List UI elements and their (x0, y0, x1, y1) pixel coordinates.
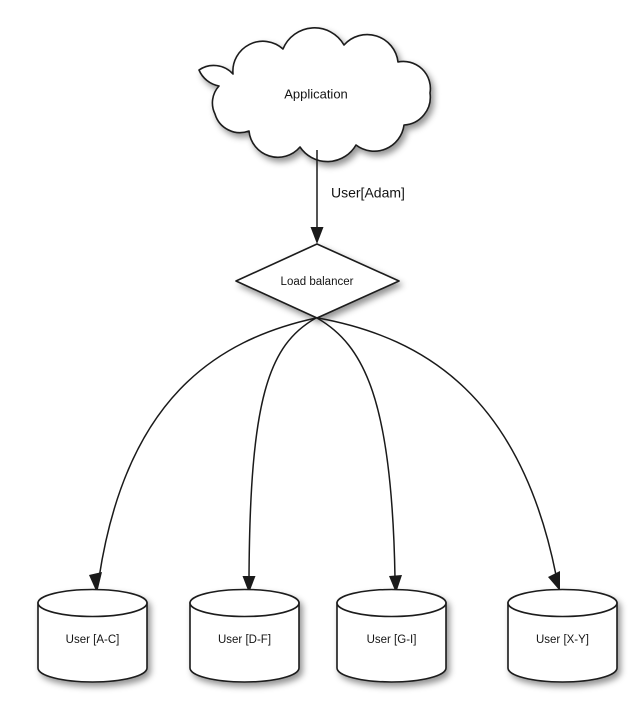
cylinder-body-4 (507, 602, 618, 683)
node-shard-gi[interactable]: User [G-I] (336, 588, 447, 683)
diamond-label: Load balancer (281, 276, 354, 288)
cylinder-body-3 (336, 602, 447, 683)
cylinder-body-1 (37, 602, 148, 683)
edge-loadbalancer-to-shard-ac[interactable] (89, 317, 317, 593)
edge-application-to-loadbalancer[interactable]: User[Adam] (310, 150, 405, 244)
cylinder-top-4 (507, 588, 618, 618)
edge-loadbalancer-to-shard-gi[interactable] (316, 317, 402, 593)
cloud-label: Application (284, 86, 348, 101)
cylinder-top-3 (336, 588, 447, 618)
edge-loadbalancer-to-shard-xy[interactable] (317, 317, 560, 591)
cylinder-label-4: User [X-Y] (536, 634, 589, 646)
cylinder-label-2: User [D-F] (218, 634, 271, 646)
node-shard-df[interactable]: User [D-F] (189, 588, 300, 683)
shard-edge-arrowhead-1 (89, 572, 102, 593)
shard-edge-line-1 (98, 317, 317, 579)
cylinder-top-1 (37, 588, 148, 618)
cylinder-body-2 (189, 602, 300, 683)
cylinder-label-3: User [G-I] (367, 634, 417, 646)
shard-edge-line-3 (316, 317, 396, 579)
edge-loadbalancer-to-shard-df[interactable] (242, 317, 317, 593)
main-edge-label: User[Adam] (331, 185, 405, 201)
shard-edge-arrowhead-3 (389, 575, 402, 593)
node-shard-ac[interactable]: User [A-C] (37, 588, 148, 683)
shard-edge-line-4 (317, 317, 557, 576)
shard-edge-arrowhead-4 (548, 571, 560, 591)
cloud-shape (198, 27, 432, 163)
shard-edge-arrowhead-2 (242, 576, 256, 593)
shard-edge-line-2 (248, 317, 317, 579)
node-load-balancer[interactable]: Load balancer (235, 243, 400, 319)
node-shard-xy[interactable]: User [X-Y] (507, 588, 618, 683)
node-application-cloud[interactable]: Application (198, 27, 432, 163)
cylinder-top-2 (189, 588, 300, 618)
cylinder-label-1: User [A-C] (66, 634, 120, 646)
main-edge-arrowhead (310, 227, 324, 244)
